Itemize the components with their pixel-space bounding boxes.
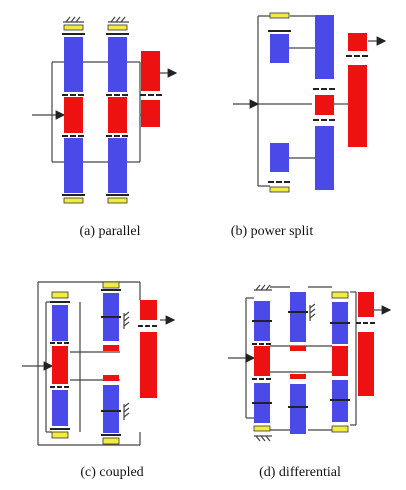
ground-hatch-icon [254,435,272,442]
panel-d-diagram [228,284,392,442]
panel-b-diagram [233,15,387,187]
panel-a-caption: (a) parallel [79,224,140,239]
panel-c-diagram [22,281,176,446]
ground-hatch-icon [123,402,130,420]
panel-a-diagram [32,16,178,163]
ground-hatch-icon [309,303,316,321]
panel-d-caption: (d) differential [259,465,341,480]
panel-b-bearing-marks [268,30,368,183]
panel-b-gears [269,12,367,193]
panel-a-gears [63,24,160,204]
ground-hatch-icon [123,311,130,329]
ground-hatch-icon [254,284,272,291]
panel-c-gears [51,281,157,445]
panel-b-caption: (b) power split [231,224,314,239]
panel-c-caption: (c) coupled [80,465,143,480]
panel-d-bearing-marks [252,311,375,408]
ground-hatch-icon [63,16,84,23]
panel-c-bearing-marks [50,289,157,436]
ground-hatch-icon [108,16,129,23]
panel-a-bearing-marks [62,33,162,196]
